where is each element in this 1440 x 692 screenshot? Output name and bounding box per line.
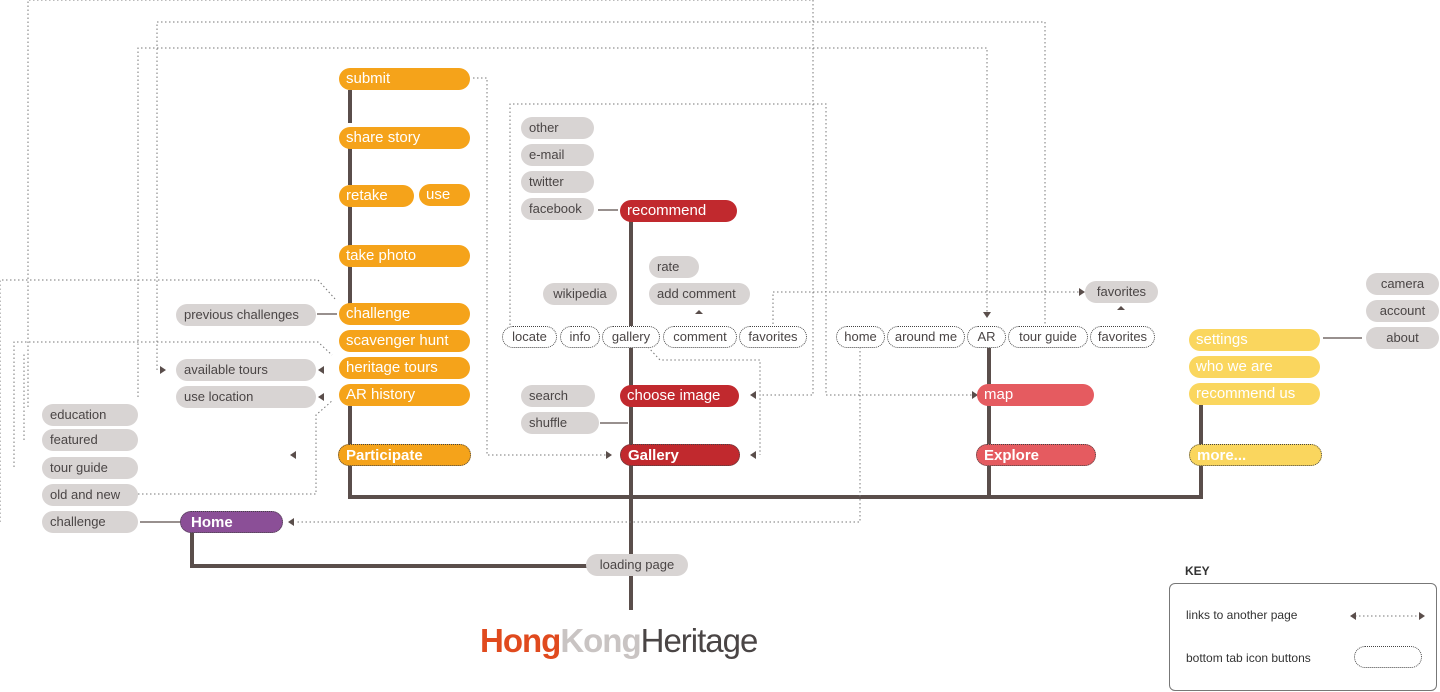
loading-page: loading page xyxy=(586,554,688,576)
arrow-head xyxy=(160,366,166,374)
participate-take-photo[interactable]: take photo xyxy=(339,245,470,267)
gallery-rate[interactable]: rate xyxy=(649,256,699,278)
link-favorites xyxy=(772,291,1080,328)
logo-word-heritage: Heritage xyxy=(640,622,759,659)
participate-retake[interactable]: retake xyxy=(339,185,414,207)
explore-map[interactable]: map xyxy=(977,384,1094,406)
gallery-share-twitter[interactable]: twitter xyxy=(521,171,594,193)
connector-tab-bus xyxy=(348,462,1203,499)
explore-icon-around-me[interactable]: around me xyxy=(887,326,965,348)
home-item-challenge[interactable]: challenge xyxy=(42,511,138,533)
more-settings[interactable]: settings xyxy=(1189,329,1320,351)
participate-share-story[interactable]: share story xyxy=(339,127,470,149)
key-title: KEY xyxy=(1185,564,1210,578)
gallery-share-facebook[interactable]: facebook xyxy=(521,198,594,220)
participate-ar-history[interactable]: AR history xyxy=(339,384,470,406)
arrow-head xyxy=(695,310,703,314)
home-item-tour-guide[interactable]: tour guide xyxy=(42,457,138,479)
more-who-we-are[interactable]: who we are xyxy=(1189,356,1320,378)
logo-word-kong: Kong xyxy=(560,622,641,659)
explore-icon-home[interactable]: home xyxy=(836,326,885,348)
tab-home[interactable]: Home xyxy=(180,511,283,533)
tab-more[interactable]: more... xyxy=(1189,444,1322,466)
explore-icon-favorites[interactable]: favorites xyxy=(1090,326,1155,348)
arrow-head xyxy=(288,518,294,526)
settings-account[interactable]: account xyxy=(1366,300,1439,322)
participate-use-location[interactable]: use location xyxy=(176,386,316,408)
gallery-icon-info[interactable]: info xyxy=(560,326,600,348)
participate-scavenger-hunt[interactable]: scavenger hunt xyxy=(339,330,470,352)
home-item-featured[interactable]: featured xyxy=(42,429,138,451)
arrow-head xyxy=(972,391,978,399)
arrow-head xyxy=(1079,288,1085,296)
key-link-label: links to another page xyxy=(1186,608,1298,622)
gallery-icon-locate[interactable]: locate xyxy=(502,326,557,348)
gallery-search[interactable]: search xyxy=(521,385,595,407)
arrow-head xyxy=(606,451,612,459)
gallery-recommend[interactable]: recommend xyxy=(620,200,737,222)
tab-gallery[interactable]: Gallery xyxy=(620,444,740,466)
arrow-head xyxy=(750,451,756,459)
arrow-head xyxy=(1419,612,1425,620)
home-item-education[interactable]: education xyxy=(42,404,138,426)
gallery-share-email[interactable]: e-mail xyxy=(521,144,594,166)
link-old-new xyxy=(134,399,334,495)
gallery-add-comment[interactable]: add comment xyxy=(649,283,750,305)
explore-icon-tour-guide[interactable]: tour guide xyxy=(1008,326,1088,348)
link-left-tour xyxy=(13,341,333,467)
participate-previous-challenges[interactable]: previous challenges xyxy=(176,304,316,326)
participate-available-tours[interactable]: available tours xyxy=(176,359,316,381)
link-top-2 xyxy=(156,21,1046,370)
explore-favorites-page[interactable]: favorites xyxy=(1085,281,1158,303)
gallery-icon-favorites[interactable]: favorites xyxy=(739,326,807,348)
tab-explore[interactable]: Explore xyxy=(976,444,1096,466)
link-top-3 xyxy=(137,47,988,397)
settings-camera[interactable]: camera xyxy=(1366,273,1439,295)
key-tab-label: bottom tab icon buttons xyxy=(1186,651,1311,665)
key-box xyxy=(1169,583,1437,691)
key-tab-sample xyxy=(1354,646,1422,668)
tab-participate[interactable]: Participate xyxy=(338,444,471,466)
connector-home-loading xyxy=(190,530,587,568)
settings-about[interactable]: about xyxy=(1366,327,1439,349)
gallery-icon-comment[interactable]: comment xyxy=(663,326,737,348)
participate-submit[interactable]: submit xyxy=(339,68,470,90)
home-item-old-and-new[interactable]: old and new xyxy=(42,484,138,506)
link-share-box xyxy=(509,103,973,396)
participate-use[interactable]: use xyxy=(419,184,470,206)
gallery-wikipedia[interactable]: wikipedia xyxy=(543,283,617,305)
gallery-shuffle[interactable]: shuffle xyxy=(521,412,599,434)
explore-icon-ar[interactable]: AR xyxy=(967,326,1006,348)
link-left-challenge xyxy=(0,279,337,522)
link-gallery-back xyxy=(647,346,761,455)
arrow-head xyxy=(290,451,296,459)
link-top-1 xyxy=(27,0,814,407)
gallery-share-other[interactable]: other xyxy=(521,117,594,139)
arrow-head xyxy=(750,391,756,399)
more-recommend-us[interactable]: recommend us xyxy=(1189,383,1320,405)
arrow-head xyxy=(318,393,324,401)
arrow-head xyxy=(1350,612,1356,620)
arrow-head xyxy=(1117,306,1125,310)
gallery-choose-image[interactable]: choose image xyxy=(620,385,739,407)
participate-heritage-tours[interactable]: heritage tours xyxy=(339,357,470,379)
arrow-head xyxy=(318,366,324,374)
gallery-icon-gallery[interactable]: gallery xyxy=(602,326,660,348)
app-logo: HongKongHeritage xyxy=(480,620,759,662)
arrow-head xyxy=(983,312,991,318)
logo-word-hong: Hong xyxy=(480,622,561,659)
participate-challenge[interactable]: challenge xyxy=(339,303,470,325)
